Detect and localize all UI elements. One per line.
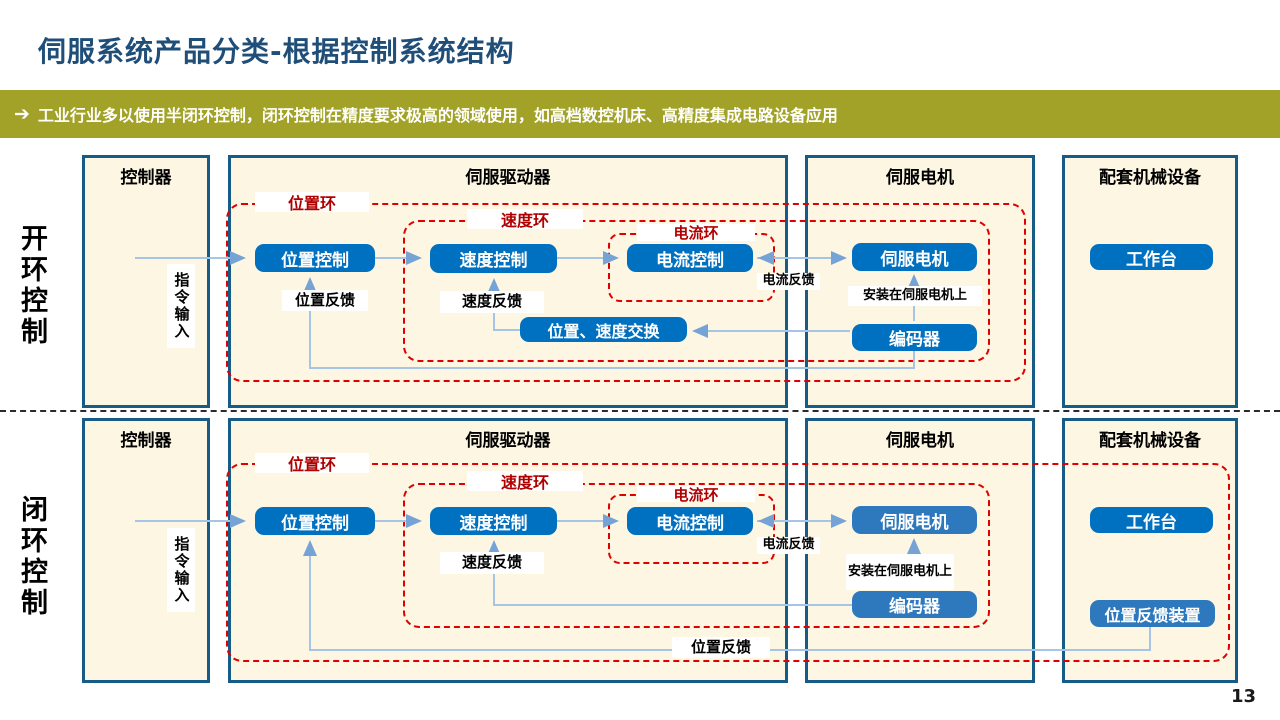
closed-speed-loop-label: 速度环 [467,471,583,492]
open-equipment-panel: 配套机械设备 [1062,155,1238,408]
open-controller-title: 控制器 [120,168,172,188]
open-equipment-title: 配套机械设备 [1099,168,1201,188]
page-number: 13 [1231,686,1257,707]
arrow-icon: ➔ [14,103,30,125]
page-title: 伺服系统产品分类-根据控制系统结构 [38,35,515,68]
open-current-control-node: 电流控制 [627,244,753,272]
open-servo-motor-node: 伺服电机 [852,243,977,271]
key-message-banner: ➔ 工业行业多以使用半闭环控制，闭环控制在精度要求极高的领域使用，如高档数控机床… [0,90,1280,138]
open-speed-control-node: 速度控制 [430,244,557,273]
closed-speed-feedback-label: 速度反馈 [440,552,544,574]
closed-motor-title: 伺服电机 [886,431,954,451]
open-speed-feedback-label: 速度反馈 [440,291,544,313]
closed-speed-control-node: 速度控制 [430,507,557,535]
closed-encoder-node: 编码器 [852,591,977,618]
open-command-input-label: 指令输入 [167,264,195,348]
open-encoder-node: 编码器 [852,324,977,351]
open-position-loop-label: 位置环 [255,192,369,213]
closed-driver-title: 伺服驱动器 [465,431,551,451]
closed-command-input-label: 指令输入 [167,528,195,612]
open-current-feedback-label: 电流反馈 [757,273,820,290]
closed-servo-motor-node: 伺服电机 [852,506,977,534]
closed-current-control-node: 电流控制 [627,507,753,535]
closed-loop-section-label: 闭环控制 [16,495,47,619]
closed-position-loop-outline [226,463,1230,662]
closed-position-control-node: 位置控制 [255,507,375,535]
open-speed-loop-label: 速度环 [467,209,583,230]
closed-current-loop-label: 电流环 [637,486,755,504]
banner-text: 工业行业多以使用半闭环控制，闭环控制在精度要求极高的领域使用，如高档数控机床、高… [37,106,838,125]
open-position-control-node: 位置控制 [255,244,375,272]
open-motor-title: 伺服电机 [886,168,954,188]
open-driver-title: 伺服驱动器 [465,168,551,188]
open-position-loop-outline [226,203,1026,382]
open-position-feedback-label: 位置反馈 [282,290,368,311]
closed-equipment-title: 配套机械设备 [1099,431,1201,451]
open-exchange-node: 位置、速度交换 [520,317,687,342]
closed-position-feedback-label: 位置反馈 [672,637,770,658]
closed-controller-title: 控制器 [120,431,172,451]
open-current-loop-label: 电流环 [637,224,755,242]
closed-position-loop-label: 位置环 [255,453,369,474]
section-divider [0,410,1280,412]
closed-mounted-label: 安装在伺服电机上 [846,554,954,590]
open-worktable-node: 工作台 [1090,244,1213,270]
open-loop-section-label: 开环控制 [16,224,47,348]
closed-current-feedback-label: 电流反馈 [757,537,820,554]
closed-feedback-device-node: 位置反馈装置 [1090,600,1215,627]
open-mounted-label: 安装在伺服电机上 [848,286,982,306]
closed-worktable-node: 工作台 [1090,507,1213,533]
